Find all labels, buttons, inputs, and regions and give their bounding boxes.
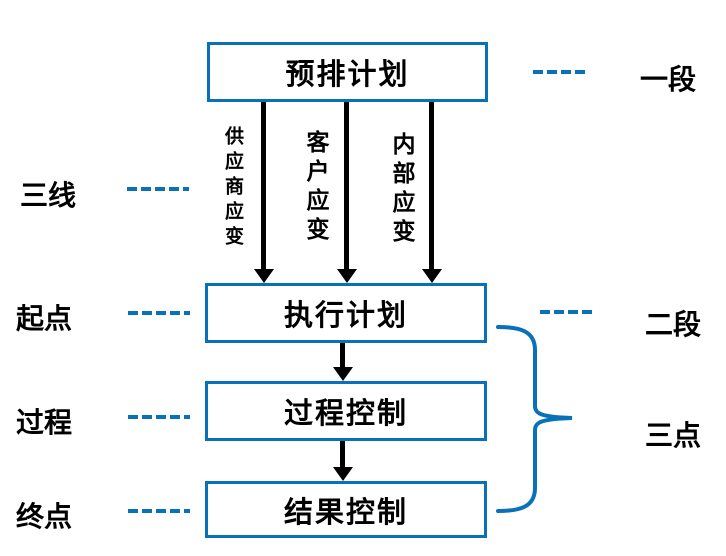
left-label-three-lines: 三线 — [20, 179, 77, 212]
arrow-label-supplier: 供应商应变 — [222, 126, 244, 251]
flow-box-preplan-label: 预排计划 — [285, 57, 410, 91]
dash-connector-start-point — [128, 311, 190, 315]
right-curly-brace-icon — [496, 325, 573, 513]
arrow-process-to-result-line — [340, 441, 345, 468]
dash-connector-segment-one — [533, 70, 589, 74]
arrow-supplier-line — [261, 102, 266, 270]
arrow-customer-line — [344, 102, 349, 270]
right-label-segment-one: 一段 — [640, 63, 697, 96]
flow-box-execute-label: 执行计划 — [283, 298, 408, 332]
dash-connector-end-point — [128, 509, 190, 513]
right-label-segment-two: 二段 — [645, 308, 702, 341]
left-label-start-point: 起点 — [16, 302, 73, 335]
flow-box-result-control-label: 结果控制 — [283, 494, 408, 529]
left-label-end-point: 终点 — [16, 500, 73, 533]
flow-box-preplan: 预排计划 — [207, 42, 488, 102]
arrow-internal-line — [429, 102, 434, 270]
flow-box-process-control-label: 过程控制 — [283, 396, 408, 430]
left-label-process: 过程 — [16, 406, 73, 439]
arrow-supplier-head-icon — [254, 269, 274, 283]
arrow-label-internal: 内部应变 — [388, 132, 414, 248]
flow-box-process-control: 过程控制 — [205, 381, 487, 441]
arrow-label-customer: 客户应变 — [302, 130, 328, 246]
arrow-internal-head-icon — [422, 269, 442, 283]
dash-connector-process — [128, 415, 190, 419]
arrow-execute-to-process-head-icon — [333, 367, 353, 381]
dash-connector-segment-two — [540, 310, 596, 314]
dash-connector-three-lines — [127, 187, 189, 191]
arrow-process-to-result-head-icon — [333, 467, 353, 481]
arrow-execute-to-process-line — [340, 343, 345, 368]
flow-box-result-control: 结果控制 — [205, 481, 487, 538]
arrow-customer-head-icon — [337, 269, 357, 283]
right-label-three-points: 三点 — [645, 419, 702, 452]
flow-box-execute: 执行计划 — [205, 283, 487, 343]
